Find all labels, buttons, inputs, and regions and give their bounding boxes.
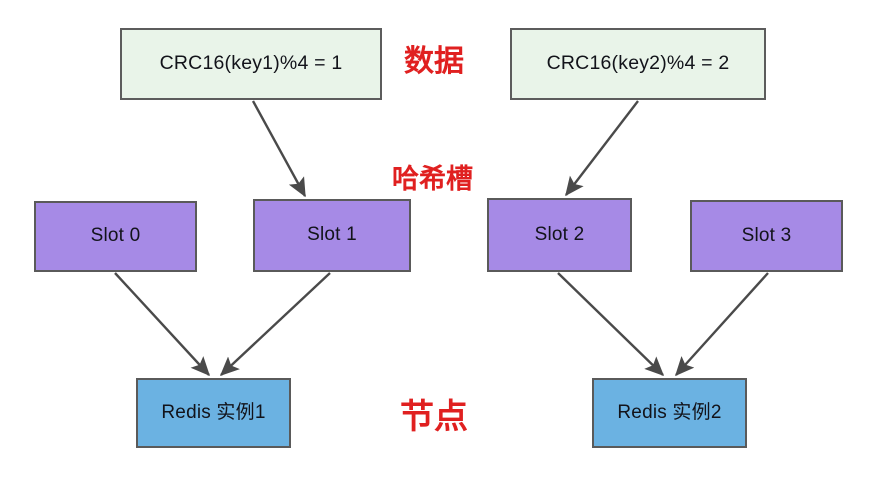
diagram-edges <box>114 100 769 377</box>
slot-box-2[interactable]: Slot 2 <box>487 198 632 272</box>
slot-box-3[interactable]: Slot 3 <box>690 200 843 272</box>
slot-box-1[interactable]: Slot 1 <box>253 199 411 272</box>
edge-crc2-slot2 <box>565 100 639 197</box>
edge-slot1-redis1 <box>219 272 331 376</box>
edge-slot0-redis1 <box>114 272 210 377</box>
edge-crc1-slot1 <box>251 100 307 198</box>
section-label-node: 节点 <box>400 397 468 437</box>
section-label-hash-slot: 哈希槽 <box>392 164 473 195</box>
slot-box-0[interactable]: Slot 0 <box>34 201 197 272</box>
instance-box-redis-1[interactable]: Redis 实例1 <box>136 378 291 448</box>
edge-slot2-redis2 <box>557 272 665 377</box>
edge-slot3-redis2 <box>675 272 769 377</box>
instance-box-redis-2[interactable]: Redis 实例2 <box>592 378 747 448</box>
section-label-data: 数据 <box>404 44 464 79</box>
data-box-crc-key2[interactable]: CRC16(key2)%4 = 2 <box>510 28 766 100</box>
data-box-crc-key1[interactable]: CRC16(key1)%4 = 1 <box>120 28 382 100</box>
